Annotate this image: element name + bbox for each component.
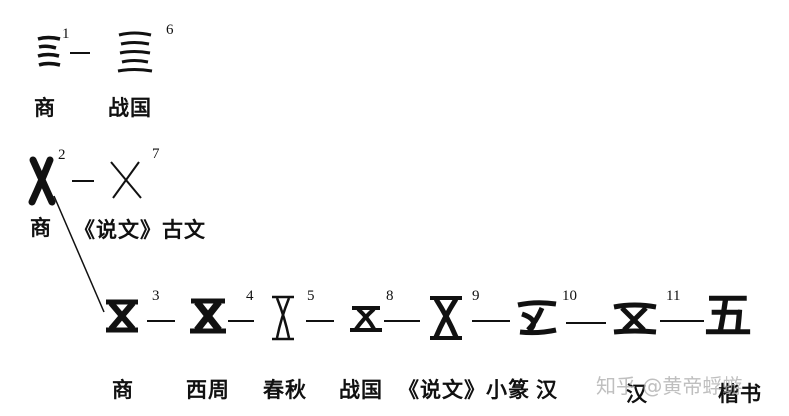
glyph-6-zhanguo-lines xyxy=(116,30,154,74)
glyph-4-xizhou xyxy=(188,296,228,336)
glyph-number-2: 2 xyxy=(58,147,66,163)
connector-dash xyxy=(228,320,254,322)
connector-dash xyxy=(72,180,94,182)
era-label-zhanguo: 战国 xyxy=(108,95,152,120)
glyph-kaishu-wu: 五 xyxy=(704,288,753,344)
era-label-shang: 商 xyxy=(112,377,134,402)
glyph-2-shang-x xyxy=(28,156,56,206)
era-label-shang: 商 xyxy=(34,95,56,120)
connector-dash xyxy=(306,320,334,322)
era-label-han: 汉 xyxy=(536,377,558,402)
glyph-number-8: 8 xyxy=(386,288,394,304)
connector-dash xyxy=(70,52,90,54)
connector-dash xyxy=(147,320,175,322)
glyph-number-1: 1 xyxy=(62,26,70,42)
era-label-kaishu: 楷书 xyxy=(718,381,762,406)
glyph-7-guwen-x xyxy=(108,160,144,200)
glyph-number-11: 11 xyxy=(666,288,681,304)
glyph-3-shang xyxy=(104,298,140,334)
glyph-number-5: 5 xyxy=(307,288,315,304)
connector-dash xyxy=(660,320,704,322)
glyph-number-4: 4 xyxy=(246,288,254,304)
era-label-shuowen-xiaozhuan: 《说文》小篆 xyxy=(398,377,530,402)
era-label-chunqiu: 春秋 xyxy=(263,377,307,402)
glyph-number-6: 6 xyxy=(166,22,174,38)
connector-dash xyxy=(566,322,606,324)
glyph-10-han xyxy=(516,300,558,338)
connector-dash xyxy=(472,320,510,322)
era-label-han: 汉 xyxy=(626,381,648,406)
glyph-8-zhanguo xyxy=(348,304,384,334)
glyph-number-7: 7 xyxy=(152,146,160,162)
glyph-1-shang-lines xyxy=(36,34,62,70)
glyph-number-10: 10 xyxy=(562,288,577,304)
glyph-9-shuowen-xiaozhuan xyxy=(428,294,464,342)
connector-dash xyxy=(384,320,420,322)
glyph-number-3: 3 xyxy=(152,288,160,304)
era-label-shang: 商 xyxy=(30,215,52,240)
glyph-11-han xyxy=(612,302,658,336)
glyph-number-9: 9 xyxy=(472,288,480,304)
era-label-xizhou: 西周 xyxy=(186,377,230,402)
glyph-5-chunqiu xyxy=(270,294,296,342)
watermark: 知乎 @黄帝蜉蝣 xyxy=(596,374,743,398)
era-label-shuowen-guwen: 《说文》古文 xyxy=(74,217,206,242)
era-label-zhanguo: 战国 xyxy=(339,377,383,402)
